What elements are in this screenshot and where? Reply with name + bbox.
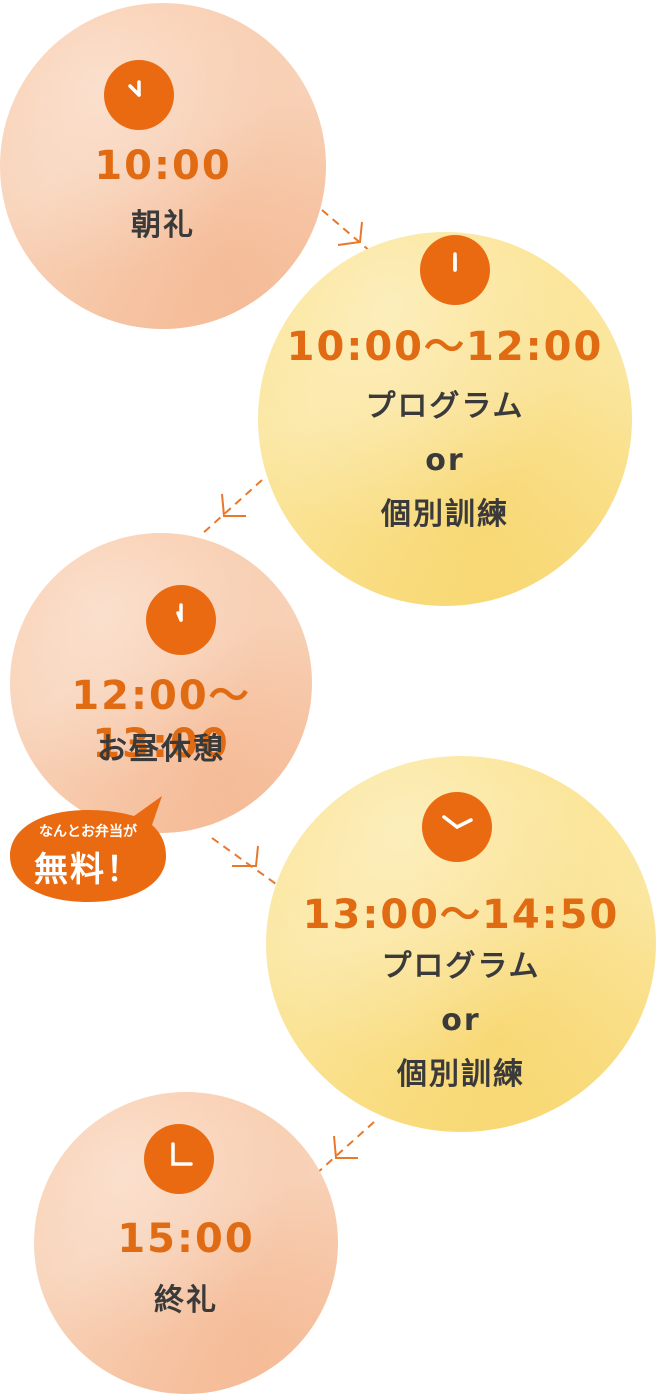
arrow-4 (315, 1121, 375, 1175)
arrow-1-head (337, 221, 363, 246)
arrow-3-head (232, 845, 259, 867)
arrow-2-head (221, 493, 246, 517)
step-time: 15:00 (117, 1216, 255, 1262)
step-circle-3: 12:00〜13:00 お昼休憩 (10, 533, 312, 833)
step-label: プログラム or 個別訓練 (365, 389, 525, 532)
clock-icon (146, 585, 216, 655)
arrow-3 (211, 837, 277, 885)
step-circle-1: 10:00 朝礼 (0, 3, 326, 329)
step-time: 10:00〜12:00 (286, 324, 604, 370)
step-circle-2: 10:00〜12:00 プログラム or 個別訓練 (258, 232, 632, 606)
step-time: 12:00〜13:00 (71, 673, 251, 767)
free-lunch-bubble: なんとお弁当が 無料！ (2, 790, 174, 906)
step-time: 10:00 (94, 143, 232, 189)
step-circle-5: 15:00 終礼 (34, 1092, 338, 1394)
clock-icon (144, 1124, 214, 1194)
step-label: 朝礼 (131, 208, 195, 243)
step-label: お昼休憩 (97, 732, 225, 767)
arrow-2 (201, 479, 263, 535)
clock-icon (104, 60, 174, 130)
step-time: 13:00〜14:50 (302, 892, 620, 938)
step-circle-4: 13:00〜14:50 プログラム or 個別訓練 (266, 756, 656, 1132)
clock-icon (422, 792, 492, 862)
step-label: プログラム or 個別訓練 (381, 949, 541, 1092)
step-label: 終礼 (154, 1283, 218, 1318)
bubble-big-text: 無料！ (34, 850, 142, 890)
clock-icon (420, 235, 490, 305)
bubble-small-text: なんとお弁当が (39, 824, 137, 840)
arrow-4-head (333, 1135, 358, 1159)
